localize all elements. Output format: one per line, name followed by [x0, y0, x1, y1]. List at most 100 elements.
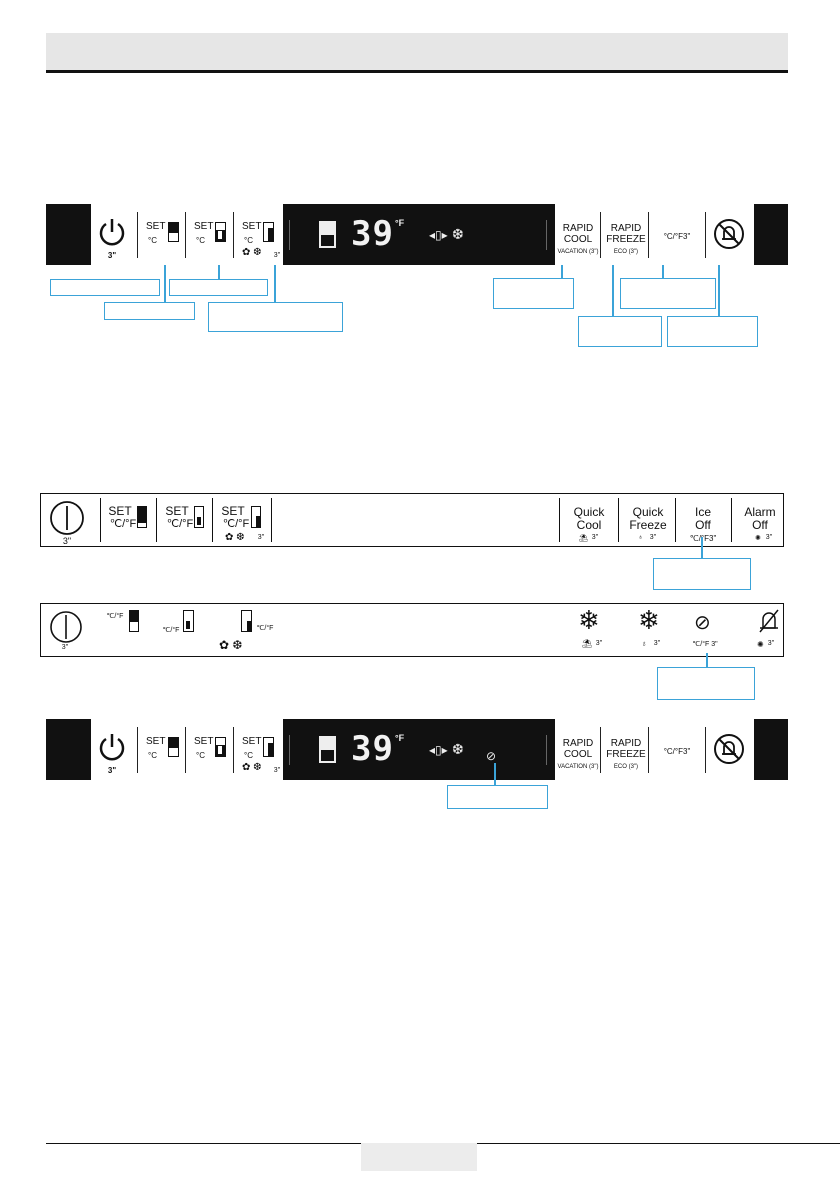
separator — [185, 212, 186, 258]
unit-label: °C — [148, 236, 157, 245]
freezer-compartment-icon[interactable] — [215, 222, 226, 242]
fridge-compartment-icon[interactable] — [168, 737, 179, 757]
separator — [705, 727, 706, 773]
alarm-off-icon[interactable] — [713, 218, 745, 255]
separator — [233, 727, 234, 773]
eco-label: ECO (3") — [613, 764, 639, 770]
control-panel-d: 3" SET °C SET °C SET °C ✿ ❆ 3" 39 °F ◂▯▸… — [46, 719, 788, 780]
set-label: SET — [108, 504, 132, 518]
screen-edge-mark — [546, 735, 547, 765]
panel-right-cap — [754, 719, 788, 780]
vacation-icon: ⛱ — [582, 639, 593, 648]
leader-line — [718, 265, 720, 316]
temperature-readout: 39 — [351, 214, 394, 254]
alarm-off-icon[interactable] — [713, 733, 745, 770]
screen-edge-mark — [289, 735, 290, 765]
power-icon[interactable] — [96, 216, 128, 253]
power-hold-label: 3" — [107, 766, 117, 775]
set-label: SET — [146, 736, 166, 747]
fruit-snowflake-icon: ✿ ❆ — [242, 247, 262, 258]
unit-label: °C — [148, 751, 157, 760]
unit-toggle-button[interactable]: °C/°F3" — [663, 747, 691, 756]
unit-hold-label: ℃/°F 3" — [692, 641, 718, 648]
unit-label: °C — [244, 236, 253, 245]
alarm-off-line1: Alarm — [744, 505, 776, 519]
freezer-compartment-icon[interactable] — [215, 737, 226, 757]
separator — [675, 498, 676, 542]
hold-label: 3" — [591, 534, 599, 541]
quick-freeze-line2: Freeze — [629, 518, 667, 532]
vacation-label: VACATION (3") — [557, 249, 599, 255]
door-alarm-icon: ◂▯▸ — [429, 228, 448, 242]
set-label: SET — [194, 221, 214, 232]
separator — [552, 212, 553, 258]
page-number-box — [361, 1143, 477, 1171]
crisper-compartment-icon[interactable] — [241, 610, 252, 632]
hold-label: 3" — [273, 252, 281, 259]
temperature-unit: °F — [395, 218, 405, 228]
crisper-compartment-icon[interactable] — [263, 737, 274, 757]
fridge-compartment-icon[interactable] — [168, 222, 179, 242]
panel-left-cap — [46, 719, 91, 780]
power-icon[interactable] — [49, 610, 83, 649]
callout-box — [104, 302, 195, 320]
temperature-readout: 39 — [351, 729, 394, 769]
control-panel-c: 3" ℃/°F ℃/°F ℃/°F ✿ ❆ ❄ ⛱ 3" ❄ ♁ 3" ⊘ ℃/… — [40, 603, 784, 657]
separator — [212, 498, 213, 542]
temperature-unit: °F — [395, 733, 405, 743]
power-hold-label: 3" — [107, 251, 117, 260]
rapid-freeze-line1: RAPID — [610, 738, 642, 749]
leader-line — [706, 653, 708, 667]
separator — [156, 498, 157, 542]
separator — [185, 727, 186, 773]
unit-label: ℃/°F — [109, 518, 137, 530]
leader-line — [701, 537, 703, 559]
separator — [137, 727, 138, 773]
separator — [559, 498, 560, 542]
quick-freeze-line1: Quick — [632, 505, 664, 519]
fridge-compartment-icon[interactable] — [137, 506, 147, 528]
crisper-compartment-icon[interactable] — [251, 506, 261, 528]
unit-toggle-button[interactable]: °C/°F3" — [663, 232, 691, 241]
control-panel-a: 3" SET °C SET °C SET °C ✿ ❆ 3" 39 °F ◂▯▸… — [46, 204, 788, 265]
door-alarm-icon: ◂▯▸ — [429, 743, 448, 757]
display-screen: 39 °F ◂▯▸ ❆ ⊘ — [283, 719, 555, 780]
power-icon[interactable] — [49, 500, 85, 541]
freezer-compartment-icon[interactable] — [194, 506, 204, 528]
callout-box — [493, 278, 574, 309]
callout-box — [657, 667, 755, 700]
hold-label: 3" — [257, 534, 265, 541]
separator — [271, 498, 272, 542]
quick-cool-line2: Cool — [576, 518, 602, 532]
snowflake-icon: ❆ — [452, 741, 464, 757]
panel-right-cap — [754, 204, 788, 265]
crisper-compartment-icon[interactable] — [263, 222, 274, 242]
ice-off-icon[interactable]: ⊘ — [694, 612, 711, 634]
rapid-cool-line2: COOL — [563, 234, 593, 245]
callout-box — [667, 316, 758, 347]
page-header-bar — [46, 33, 788, 73]
set-label: SET — [165, 504, 189, 518]
power-icon[interactable] — [96, 731, 128, 768]
hold-label: 3" — [595, 640, 603, 647]
alarm-off-icon[interactable] — [757, 608, 781, 639]
callout-box — [578, 316, 662, 347]
snowflake-cool-icon[interactable]: ❄ — [578, 605, 600, 635]
callout-box — [620, 278, 716, 309]
fridge-compartment-icon[interactable] — [129, 610, 139, 632]
leader-line — [164, 265, 166, 303]
hold-label: 3" — [273, 767, 281, 774]
separator — [100, 498, 101, 542]
unit-hold-label: ℃/°F3" — [689, 534, 717, 543]
unit-label: ℃/°F — [256, 625, 274, 632]
separator — [618, 498, 619, 542]
unit-label: °C — [196, 751, 205, 760]
unit-label: °C — [244, 751, 253, 760]
freezer-compartment-icon[interactable] — [183, 610, 194, 632]
separator — [648, 212, 649, 258]
separator — [600, 727, 601, 773]
leader-line — [662, 265, 664, 278]
fruit-snowflake-icon: ✿ ❆ — [225, 532, 245, 543]
snowflake-freeze-icon[interactable]: ❄ — [638, 605, 660, 635]
unit-label: °C — [196, 236, 205, 245]
